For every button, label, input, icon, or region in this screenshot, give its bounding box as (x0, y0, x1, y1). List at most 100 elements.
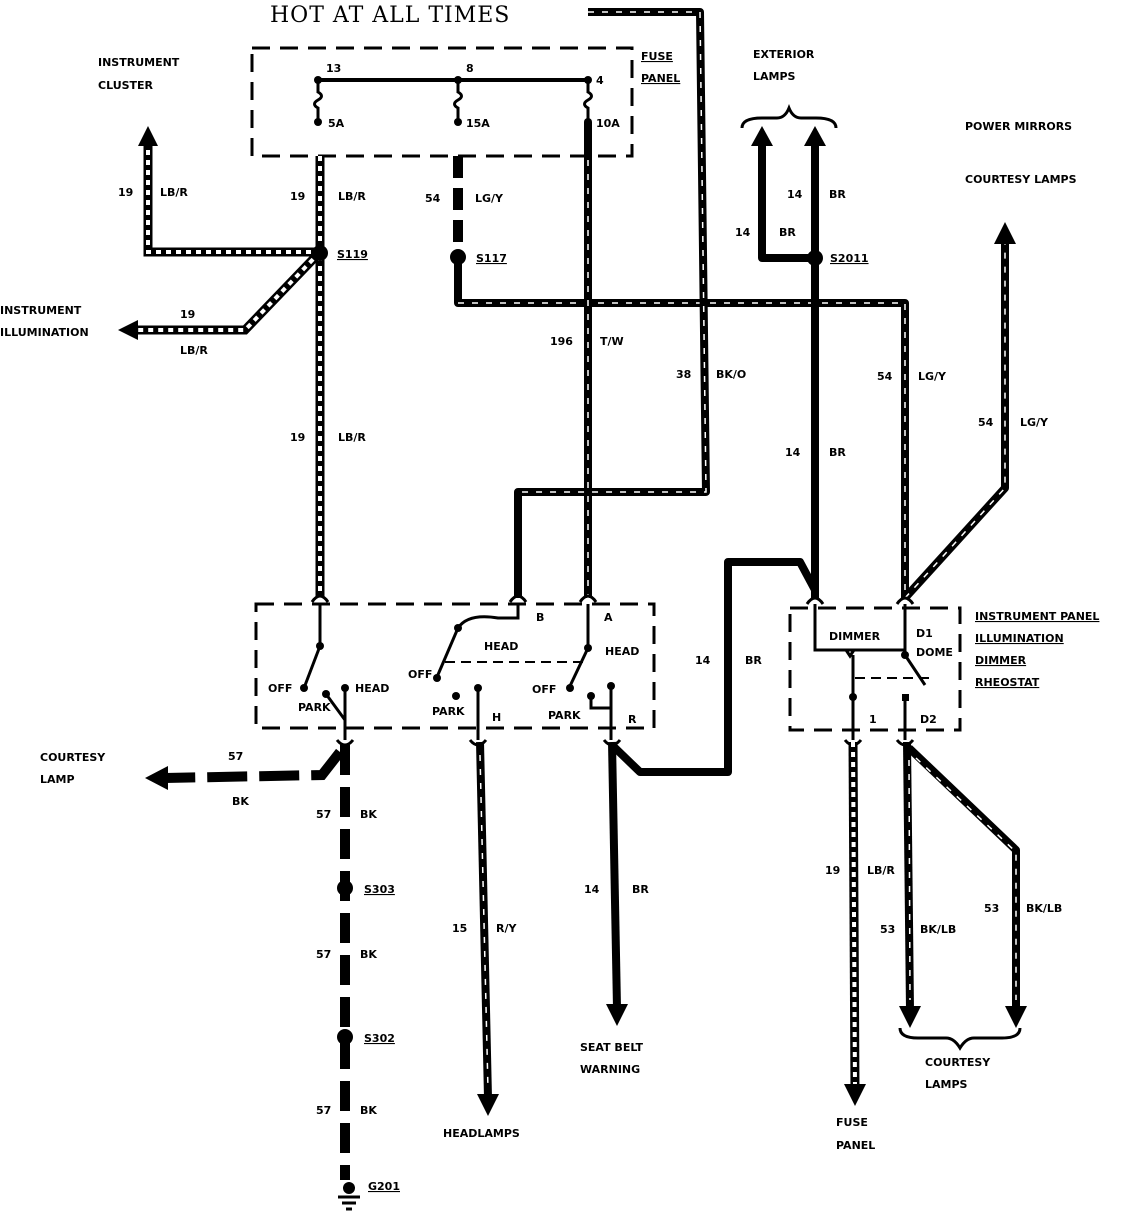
svg-text:19: 19 (290, 431, 305, 444)
svg-text:BK: BK (360, 1104, 377, 1117)
fuse-13-amp: 5A (328, 117, 345, 130)
fuse-panel-bottom-label-1: FUSE (836, 1116, 868, 1129)
switch2-head: HEAD (484, 640, 518, 653)
dimmer-d2: D2 (920, 713, 937, 726)
instrument-illumination-label-2: ILLUMINATION (0, 326, 89, 339)
switch1-park: PARK (298, 701, 331, 714)
seatbelt-label-2: WARNING (580, 1063, 640, 1076)
arrow-down-courtesy-a (899, 1006, 921, 1028)
svg-text:57: 57 (228, 750, 243, 763)
svg-text:LG/Y: LG/Y (1020, 416, 1049, 429)
seatbelt-label-1: SEAT BELT (580, 1041, 644, 1054)
svg-text:LB/R: LB/R (338, 190, 366, 203)
wire-57-bk-courtesy (164, 748, 344, 783)
rheostat-label-1: INSTRUMENT PANEL (975, 610, 1099, 623)
svg-text:15: 15 (452, 922, 467, 935)
switch1-head: HEAD (355, 682, 389, 695)
rheostat-label-2: ILLUMINATION (975, 632, 1064, 645)
wire-53-bklb-a (903, 741, 914, 1011)
svg-text:LB/R: LB/R (867, 864, 895, 877)
svg-text:BK: BK (232, 795, 249, 808)
svg-text:54: 54 (425, 192, 441, 205)
terminal-r: R (628, 713, 637, 726)
courtesy-lamp-label-1: COURTESY (40, 751, 106, 764)
headlamp-switch-box (254, 602, 656, 730)
svg-text:BK: BK (360, 948, 377, 961)
switch3-off: OFF (532, 683, 556, 696)
switch2-off: OFF (408, 668, 432, 681)
fuse-panel-bottom-label-2: PANEL (836, 1139, 875, 1152)
diagram-title: HOT AT ALL TIMES (270, 3, 510, 28)
switch-top-connectors (310, 594, 598, 603)
svg-text:57: 57 (316, 808, 331, 821)
arrow-down-headlamps (477, 1094, 499, 1116)
arrow-left-instrument-illumination (118, 320, 138, 340)
svg-text:LG/Y: LG/Y (475, 192, 504, 205)
dimmer-rheostat-box (788, 606, 962, 732)
splice-s117: S117 (476, 252, 507, 265)
arrow-left-courtesy-lamp (145, 766, 168, 790)
svg-text:14: 14 (785, 446, 801, 459)
arrow-down-seatbelt (606, 1004, 628, 1026)
switch-section-3 (566, 604, 615, 740)
courtesy-lamps-bottom-label-1: COURTESY (925, 1056, 991, 1069)
splice-s303-dot (337, 880, 353, 896)
rheostat-label-3: DIMMER (975, 654, 1027, 667)
switch3-park: PARK (548, 709, 581, 722)
svg-text:BK: BK (360, 808, 377, 821)
ground-icon (338, 1182, 360, 1211)
svg-text:53: 53 (880, 923, 895, 936)
svg-text:14: 14 (584, 883, 600, 896)
splice-s119-dot (312, 245, 328, 261)
terminal-h: H (492, 711, 501, 724)
courtesy-lamps-brace (898, 1027, 1022, 1051)
wire-14-br-switch-dimmer (609, 558, 819, 776)
svg-text:57: 57 (316, 948, 331, 961)
arrow-up-courtesy-lamps (994, 222, 1016, 244)
svg-text:LB/R: LB/R (338, 431, 366, 444)
svg-text:19: 19 (825, 864, 840, 877)
ground-g201: G201 (368, 1180, 400, 1193)
dimmer-connectors (805, 596, 915, 747)
dimmer-d1: D1 (916, 627, 933, 640)
wire-labels: 19 LB/R 19 LB/R 54 LG/Y 19 LB/R 19 LB/R … (118, 186, 1062, 1117)
exterior-lamps-label-2: LAMPS (753, 70, 796, 83)
svg-text:19: 19 (290, 190, 305, 203)
exterior-lamps-brace (740, 103, 838, 129)
dimmer-internals (813, 604, 927, 740)
instrument-cluster-label-1: INSTRUMENT (98, 56, 180, 69)
dimmer-label: DIMMER (829, 630, 881, 643)
fuse-13-number: 13 (326, 62, 341, 75)
svg-text:T/W: T/W (600, 335, 624, 348)
terminal-a: A (604, 611, 613, 624)
svg-text:19: 19 (118, 186, 133, 199)
svg-text:LB/R: LB/R (160, 186, 188, 199)
courtesy-lamps-top-label: COURTESY LAMPS (965, 173, 1077, 186)
svg-text:LG/Y: LG/Y (918, 370, 947, 383)
fuse-panel-box (250, 46, 634, 158)
splice-s302: S302 (364, 1032, 395, 1045)
power-mirrors-label: POWER MIRRORS (965, 120, 1072, 133)
arrow-down-fuse-panel (844, 1084, 866, 1106)
courtesy-lamps-bottom-label-2: LAMPS (925, 1078, 968, 1091)
switch2-park: PARK (432, 705, 465, 718)
switch1-off: OFF (268, 682, 292, 695)
terminal-b: B (536, 611, 544, 624)
wire-54-lgy-right (902, 238, 1009, 601)
fuse-panel-label-2: PANEL (641, 72, 680, 85)
headlamps-label: HEADLAMPS (443, 1127, 520, 1140)
splice-s303: S303 (364, 883, 395, 896)
svg-text:BR: BR (829, 188, 846, 201)
fuse-8-amp: 15A (466, 117, 490, 130)
arrow-up-exterior-left (751, 126, 773, 146)
splice-s2011: S2011 (830, 252, 869, 265)
wire-53-bklb-b (906, 745, 1020, 1010)
svg-text:38: 38 (676, 368, 691, 381)
instrument-illumination-label-1: INSTRUMENT (0, 304, 82, 317)
exterior-lamps-label-1: EXTERIOR (753, 48, 815, 61)
svg-text:196: 196 (550, 335, 573, 348)
svg-text:54: 54 (877, 370, 893, 383)
svg-text:BK/LB: BK/LB (1026, 902, 1062, 915)
wire-14-br-seatbelt (608, 741, 621, 1009)
